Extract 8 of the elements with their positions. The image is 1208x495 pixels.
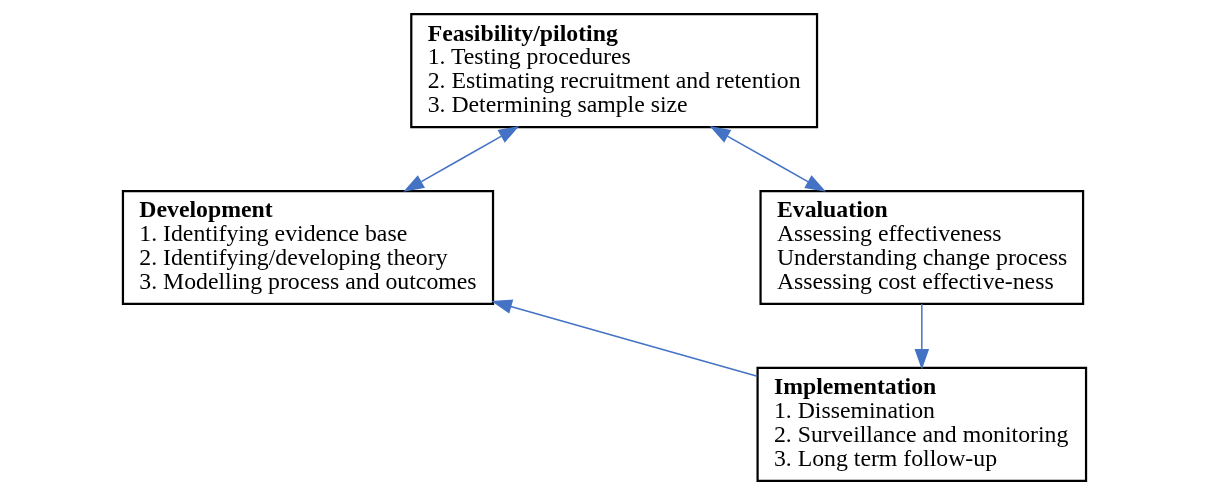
arrow (914, 303, 929, 370)
arrow (402, 126, 519, 192)
node-box: Implementation 1. Dissemination 2. Surveillance and monitoring 3. Long term follow-up (755, 366, 1087, 482)
node-box: Evaluation Assessing effectiveness Understanding change process Assessing cost effective-ness (758, 189, 1084, 306)
node-box: Development 1. Identifying evidence base 2. Identifying/developing theory 3. Modelling process and outcomes (121, 189, 494, 306)
arrow (490, 299, 758, 377)
arrow (709, 126, 826, 192)
node-box: Feasibility/piloting 1. Testing procedures 2. Estimating recruitment and retention 3. Determining sample size (409, 13, 818, 129)
